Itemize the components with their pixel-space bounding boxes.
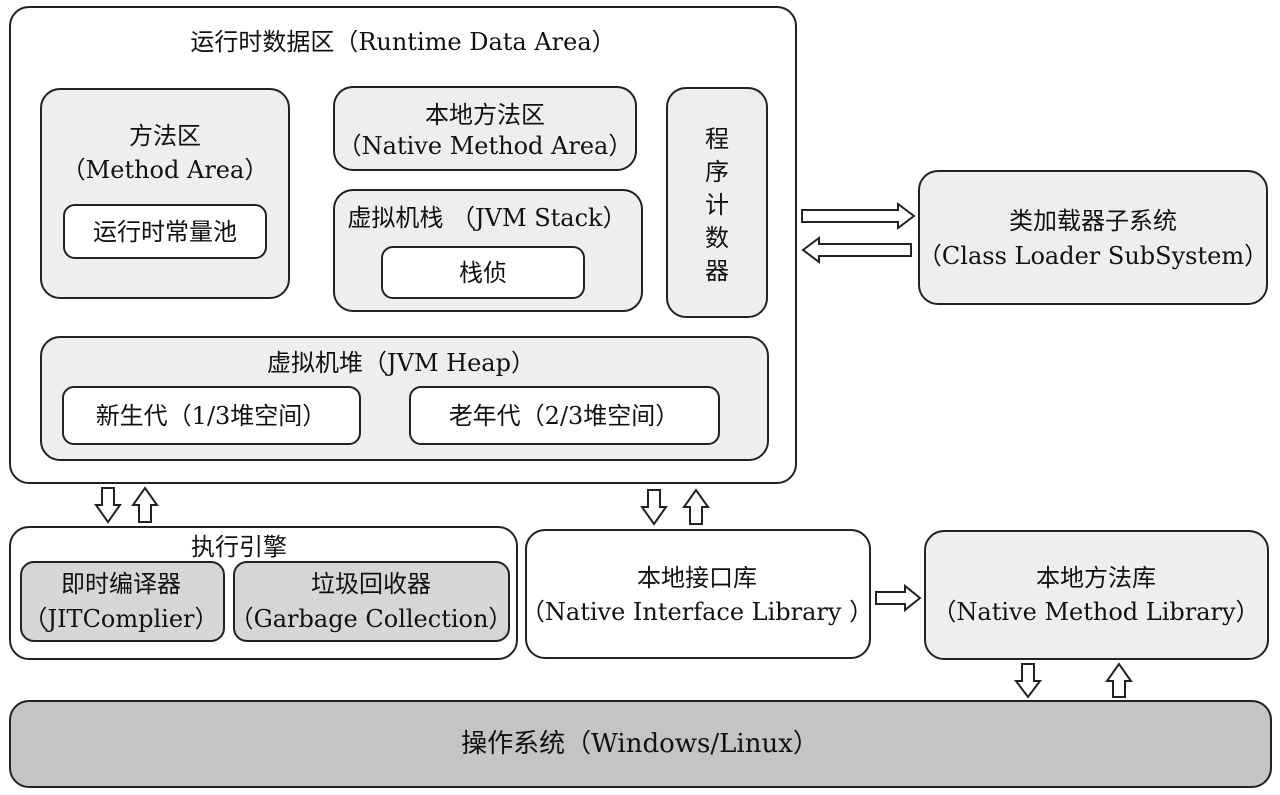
operating-system [9,700,1272,788]
class-loader-subtitle: （Class Loader SubSystem） [917,242,1269,270]
constant-pool-label: 运行时常量池 [93,218,237,246]
pc-register-char-2: 序 [705,158,729,186]
runtime-data-area-title: 运行时数据区（Runtime Data Area） [190,28,616,56]
jit-compiler-subtitle: （JITComplier） [23,605,219,633]
native-method-area-subtitle: （Native Method Area） [337,132,633,160]
old-generation [409,386,720,445]
operating-system-label: 操作系统（Windows/Linux） [461,729,819,759]
arrow-down-icon [94,487,122,524]
jvm-heap-title: 虚拟机堆（JVM Heap） [267,349,535,377]
native-method-area-title: 本地方法区 [425,101,545,129]
native-method-area [333,86,637,171]
execution-engine-title: 执行引擎 [191,533,287,561]
pc-register [666,87,768,318]
arrow-right-icon [801,202,916,230]
class-loader-subsystem [918,170,1268,305]
pc-register-char-3: 计 [705,191,729,219]
arrow-up-icon [1105,662,1133,698]
pc-register-char-4: 数 [705,224,729,252]
method-area [40,88,290,299]
native-method-library-title: 本地方法库 [1036,564,1156,592]
jvm-stack-title: 虚拟机栈 （JVM Stack） [347,204,627,232]
young-generation [62,386,361,445]
arrow-left-icon [801,236,912,264]
garbage-collector-subtitle: （Garbage Collection） [229,605,513,633]
method-area-title: 方法区 [129,122,201,150]
native-method-library [924,530,1269,660]
native-interface-subtitle: （Native Interface Library ） [520,598,874,626]
constant-pool [63,204,267,259]
stack-frame-label: 栈侦 [459,259,507,287]
pc-register-char-1: 程 [705,125,729,153]
method-area-subtitle: （Method Area） [61,156,269,184]
pc-register-char-5: 器 [705,257,729,285]
garbage-collector [233,561,510,642]
native-method-library-subtitle: （Native Method Library） [932,598,1260,626]
stack-frame [381,246,585,299]
arrow-up-icon [131,486,159,523]
class-loader-title: 类加载器子系统 [1009,207,1177,235]
arrow-up-icon [682,488,710,525]
arrow-down-icon [640,489,668,526]
garbage-collector-title: 垃圾回收器 [311,570,431,598]
arrow-down-icon [1014,663,1042,699]
old-generation-label: 老年代（2/3堆空间） [448,402,680,430]
arrow-right-icon [875,583,922,613]
jit-compiler [20,561,225,642]
native-interface-library [525,529,871,659]
young-generation-label: 新生代（1/3堆空间） [95,402,327,430]
native-interface-title: 本地接口库 [637,564,757,592]
jit-compiler-title: 即时编译器 [61,570,181,598]
